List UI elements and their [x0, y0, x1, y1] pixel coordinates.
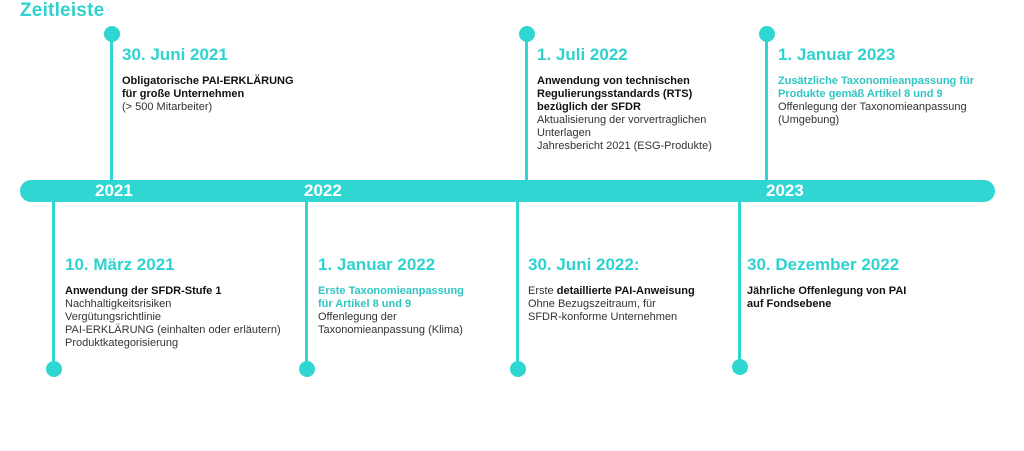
- event-accent-text: Zusätzliche Taxonomieanpassung für: [778, 75, 974, 87]
- event-date: 10. März 2021: [65, 255, 175, 274]
- event-accent-text: Produkte gemäß Artikel 8 und 9: [778, 88, 943, 100]
- event-bold-text: Jährliche Offenlegung von PAI: [747, 285, 907, 297]
- timeline-stem: [52, 200, 55, 370]
- event-bold-text: auf Fondsebene: [747, 298, 832, 310]
- event-text: Nachhaltigkeitsrisiken: [65, 298, 172, 310]
- event-text: Taxonomieanpassung (Klima): [318, 324, 463, 336]
- event-text: Offenlegung der Taxonomieanpassung: [778, 101, 967, 113]
- year-label-2023: 2023: [766, 181, 804, 200]
- event-date: 30. Juni 2021: [122, 45, 228, 64]
- event-1-januar-2023: 1. Januar 2023 Zusätzliche Taxonomieanpa…: [778, 45, 974, 127]
- year-label-2021: 2021: [95, 181, 133, 200]
- event-bold-text: Anwendung der SFDR-Stufe 1: [65, 285, 222, 297]
- event-text: (Umgebung): [778, 114, 840, 126]
- event-text: PAI-ERKLÄRUNG (einhalten oder erläutern): [65, 324, 281, 336]
- event-date: 1. Januar 2022: [318, 255, 436, 274]
- event-text: Produktkategorisierung: [65, 337, 179, 349]
- event-date: 1. Juli 2022: [537, 45, 628, 64]
- page-title: Zeitleiste: [20, 0, 105, 21]
- event-text: SFDR-konforme Unternehmen: [528, 311, 678, 323]
- event-text: (> 500 Mitarbeiter): [122, 101, 213, 113]
- event-30-juni-2021: 30. Juni 2021 Obligatorische PAI-ERKLÄRU…: [122, 45, 294, 114]
- event-text: Jahresbericht 2021 (ESG-Produkte): [537, 140, 712, 152]
- timeline-marker-dot: [510, 361, 526, 377]
- event-text: Offenlegung der: [318, 311, 397, 323]
- event-30-juni-2022: 30. Juni 2022: Erste detaillierte PAI-An…: [528, 255, 695, 324]
- timeline-stem: [738, 200, 741, 368]
- year-label-2022: 2022: [304, 181, 342, 200]
- timeline-stem: [110, 34, 113, 182]
- event-30-dezember-2022: 30. Dezember 2022 Jährliche Offenlegung …: [747, 255, 906, 311]
- event-bold-text: Regulierungsstandards (RTS): [537, 88, 693, 100]
- event-bold-text: für große Unternehmen: [122, 88, 245, 100]
- event-bold-text: bezüglich der SFDR: [537, 101, 641, 113]
- event-accent-text: für Artikel 8 und 9: [318, 298, 412, 310]
- event-date: 1. Januar 2023: [778, 45, 896, 64]
- event-text-prefix: Erste: [528, 285, 557, 297]
- timeline-marker-dot: [46, 361, 62, 377]
- event-text-line: Erste detaillierte PAI-Anweisung: [528, 285, 695, 298]
- event-text: Vergütungsrichtlinie: [65, 311, 162, 323]
- timeline-stem: [765, 34, 768, 182]
- timeline-marker-dot: [299, 361, 315, 377]
- event-bold-text: Obligatorische PAI-ERKLÄRUNG: [122, 75, 294, 87]
- timeline-bar: [20, 180, 995, 202]
- event-1-januar-2022: 1. Januar 2022 Erste Taxonomieanpassung …: [318, 255, 464, 337]
- event-10-maerz-2021: 10. März 2021 Anwendung der SFDR-Stufe 1…: [65, 255, 281, 350]
- event-date: 30. Dezember 2022: [747, 255, 900, 274]
- timeline-stem: [516, 200, 519, 370]
- timeline-stem: [525, 34, 528, 182]
- event-1-juli-2022: 1. Juli 2022 Anwendung von technischen R…: [537, 45, 712, 153]
- event-bold-text: Anwendung von technischen: [537, 75, 690, 87]
- event-accent-text: Erste Taxonomieanpassung: [318, 285, 464, 297]
- event-bold-text: detaillierte PAI-Anweisung: [556, 285, 695, 297]
- timeline-stem: [305, 200, 308, 370]
- timeline-marker-dot: [732, 359, 748, 375]
- event-text: Ohne Bezugszeitraum, für: [528, 298, 656, 310]
- event-text: Aktualisierung der vorvertraglichen: [537, 114, 707, 126]
- event-date: 30. Juni 2022:: [528, 255, 640, 274]
- event-text: Unterlagen: [537, 127, 591, 139]
